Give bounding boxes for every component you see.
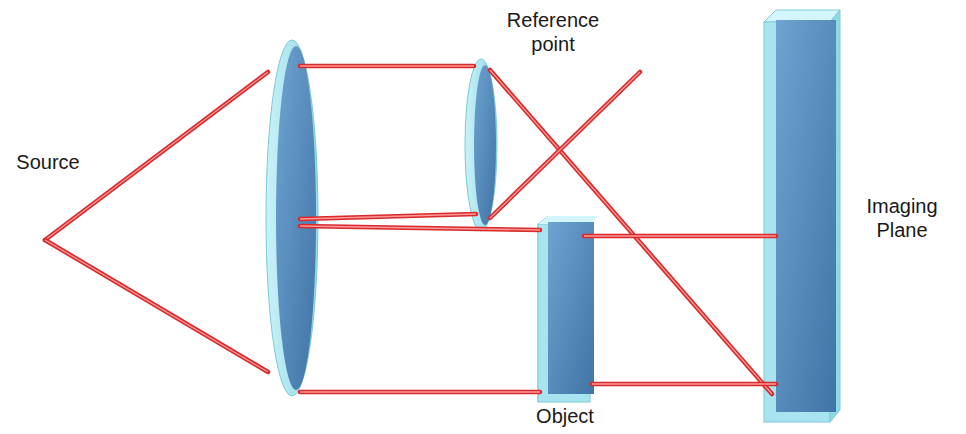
reference-lens: [465, 59, 497, 231]
laser-beam: [45, 240, 268, 372]
laser-beam: [300, 214, 476, 219]
part-label: Reference point: [488, 8, 618, 56]
laser-beam-core: [300, 214, 476, 219]
laser-beam-core: [300, 65, 474, 66]
laser-beam-core: [45, 240, 268, 372]
part-label: Object: [525, 404, 605, 428]
laser-beam-core: [584, 235, 776, 236]
laser-beam: [490, 70, 772, 394]
laser-beam-core: [300, 391, 540, 392]
laser-beam: [584, 234, 776, 239]
laser-beams-front: [300, 66, 776, 394]
object-plate: [538, 216, 598, 402]
laser-beam: [490, 72, 640, 218]
laser-beam: [300, 390, 540, 395]
laser-beam: [300, 64, 474, 69]
laser-beam: [592, 382, 776, 387]
laser-beam-core: [490, 72, 640, 218]
laser-beam: [300, 226, 540, 230]
laser-beam-core: [300, 226, 540, 230]
imaging-plane: [764, 10, 840, 422]
laser-beam-core: [592, 383, 776, 384]
laser-beams: [45, 72, 268, 372]
laser-beam-core: [490, 70, 772, 394]
part-label: Imaging Plane: [852, 194, 952, 242]
part-label: Source: [8, 150, 88, 174]
